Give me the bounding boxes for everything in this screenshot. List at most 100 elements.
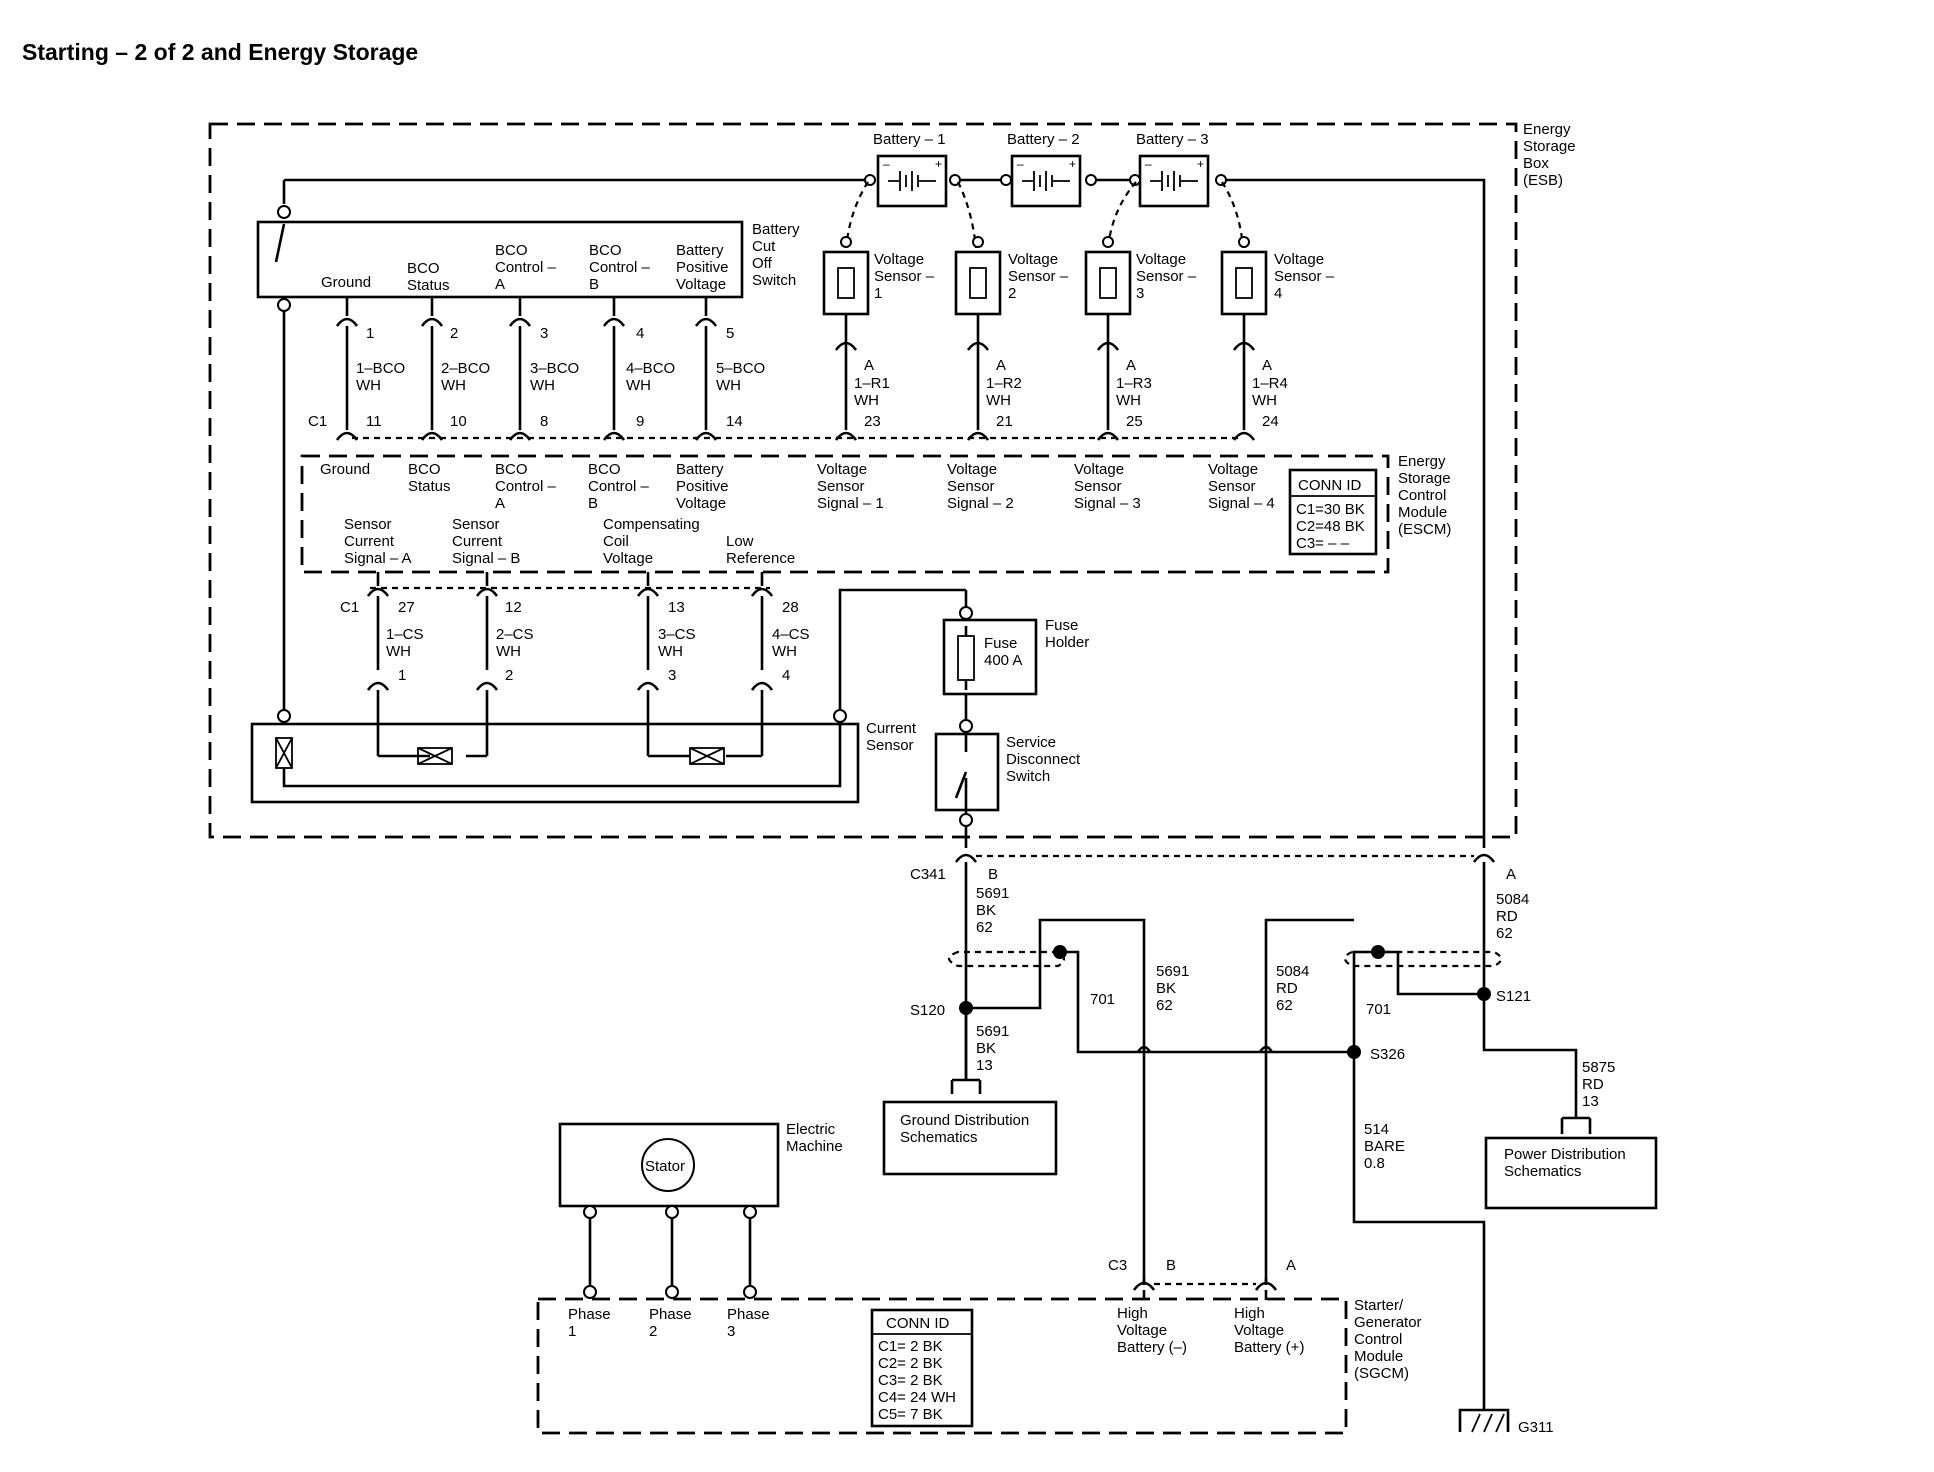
svg-text:701: 701 xyxy=(1090,991,1115,1008)
c341-connector: C341 B A xyxy=(910,826,1516,883)
shield-right xyxy=(1343,950,1503,968)
svg-text:62: 62 xyxy=(1276,997,1293,1014)
svg-text:1–R3: 1–R3 xyxy=(1116,375,1152,392)
svg-text:WH: WH xyxy=(1252,392,1277,409)
svg-text:Battery – 2: Battery – 2 xyxy=(1007,131,1080,148)
escm-conn-id-box: CONN ID C1=30 BK C2=48 BK C3= – – xyxy=(1288,468,1378,556)
svg-text:Power Distribution: Power Distribution xyxy=(1504,1146,1626,1163)
svg-text:3: 3 xyxy=(540,325,548,342)
wire-5084-mid: 5084 RD 62 xyxy=(1264,918,1354,1285)
svg-text:BK: BK xyxy=(976,1040,996,1057)
svg-text:1: 1 xyxy=(366,325,374,342)
ground-g311-label: G311 xyxy=(1518,1419,1554,1436)
svg-text:2: 2 xyxy=(649,1323,657,1340)
svg-text:2: 2 xyxy=(505,667,513,684)
svg-text:Storage: Storage xyxy=(1398,470,1451,487)
svg-text:Control –: Control – xyxy=(495,478,557,495)
svg-text:Voltage: Voltage xyxy=(676,495,726,512)
svg-text:C1= 2 BK: C1= 2 BK xyxy=(878,1338,943,1355)
svg-text:BCO: BCO xyxy=(408,461,441,478)
svg-text:Schematics: Schematics xyxy=(900,1129,978,1146)
voltage-sensor-labels: Voltage Sensor – 1 Voltage Sensor – 2 Vo… xyxy=(874,251,1335,302)
escm-c1-lower-label: C1 xyxy=(340,599,359,616)
svg-text:28: 28 xyxy=(782,599,799,616)
svg-text:Signal – B: Signal – B xyxy=(452,550,520,567)
electric-machine-label: Electric Machine xyxy=(786,1121,843,1155)
svg-text:CONN ID: CONN ID xyxy=(1298,477,1362,494)
bco-wire-labels: 1 1–BCO WH 11 2 2–BCO WH 10 3 3–BCO WH 8… xyxy=(356,325,765,430)
voltage-sensor-wire-labels: A 1–R1 WH 23 A 1–R2 WH 21 A 1–R3 WH 25 A… xyxy=(854,357,1288,430)
svg-text:13: 13 xyxy=(1582,1093,1599,1110)
svg-text:Compensating: Compensating xyxy=(603,516,700,533)
svg-text:Phase: Phase xyxy=(727,1306,770,1323)
svg-text:WH: WH xyxy=(716,377,741,394)
battery-3: Battery – 3 – + xyxy=(1136,131,1210,208)
svg-text:Schematics: Schematics xyxy=(1504,1163,1582,1180)
svg-text:WH: WH xyxy=(626,377,651,394)
svg-text:CONN ID: CONN ID xyxy=(886,1315,950,1332)
svg-text:S121: S121 xyxy=(1496,988,1531,1005)
svg-text:Off: Off xyxy=(752,255,773,272)
svg-text:Generator: Generator xyxy=(1354,1314,1422,1331)
svg-text:5–BCO: 5–BCO xyxy=(716,360,765,377)
svg-text:Voltage: Voltage xyxy=(1008,251,1058,268)
svg-text:Machine: Machine xyxy=(786,1138,843,1155)
current-sensor-label: Current Sensor xyxy=(866,720,917,754)
svg-text:High: High xyxy=(1117,1305,1148,1322)
svg-text:11: 11 xyxy=(366,413,382,430)
svg-text:Fuse: Fuse xyxy=(984,635,1017,652)
svg-text:+: + xyxy=(935,157,942,171)
sgcm-boundary xyxy=(536,1297,1348,1435)
svg-text:–: – xyxy=(883,157,890,171)
svg-text:24: 24 xyxy=(1262,413,1279,430)
svg-text:3–BCO: 3–BCO xyxy=(530,360,579,377)
svg-text:Sensor: Sensor xyxy=(1074,478,1122,495)
svg-text:Current: Current xyxy=(452,533,503,550)
svg-text:Signal – 2: Signal – 2 xyxy=(947,495,1014,512)
svg-text:+: + xyxy=(1069,157,1076,171)
wire-701-left: 701 xyxy=(1053,945,1354,1054)
svg-text:A: A xyxy=(1286,1257,1296,1274)
svg-text:BCO: BCO xyxy=(589,242,622,259)
svg-text:Sensor: Sensor xyxy=(452,516,500,533)
svg-text:Current: Current xyxy=(344,533,395,550)
voltage-sensor-taps xyxy=(844,181,1245,249)
svg-text:62: 62 xyxy=(1156,997,1173,1014)
escm-label: Energy Storage Control Module (ESCM) xyxy=(1398,453,1451,538)
svg-text:Storage: Storage xyxy=(1523,138,1576,155)
splice-s120: S120 xyxy=(910,918,1146,1285)
svg-text:BK: BK xyxy=(976,902,996,919)
svg-text:C341: C341 xyxy=(910,866,946,883)
sgcm-phase-labels: Phase 1 Phase 2 Phase 3 xyxy=(568,1306,770,1340)
svg-text:5: 5 xyxy=(726,325,734,342)
svg-text:4: 4 xyxy=(782,667,790,684)
svg-text:RD: RD xyxy=(1276,980,1298,997)
svg-text:4–BCO: 4–BCO xyxy=(626,360,675,377)
svg-text:B: B xyxy=(1166,1257,1176,1274)
esb-label: Energy Storage Box (ESB) xyxy=(1523,121,1576,189)
svg-text:Sensor –: Sensor – xyxy=(1274,268,1335,285)
svg-text:8: 8 xyxy=(540,413,548,430)
svg-text:Battery – 1: Battery – 1 xyxy=(873,131,946,148)
svg-text:Phase: Phase xyxy=(568,1306,611,1323)
svg-text:C2= 2 BK: C2= 2 BK xyxy=(878,1355,943,1372)
svg-text:1–CS: 1–CS xyxy=(386,626,424,643)
svg-text:Switch: Switch xyxy=(1006,768,1050,785)
svg-text:RD: RD xyxy=(1582,1076,1604,1093)
svg-text:Module: Module xyxy=(1398,504,1447,521)
sgcm-conn-id-box: CONN ID C1= 2 BK C2= 2 BK C3= 2 BK C4= 2… xyxy=(870,1308,974,1428)
svg-text:High: High xyxy=(1234,1305,1265,1322)
svg-text:B: B xyxy=(588,495,598,512)
svg-text:WH: WH xyxy=(772,643,797,660)
svg-text:B: B xyxy=(988,866,998,883)
svg-text:Signal – 3: Signal – 3 xyxy=(1074,495,1141,512)
wire-5691-mid-label: 5691 BK 62 xyxy=(1156,963,1189,1014)
svg-text:+: + xyxy=(1197,157,1204,171)
svg-text:BARE: BARE xyxy=(1364,1138,1405,1155)
svg-text:62: 62 xyxy=(1496,925,1513,942)
svg-text:5691: 5691 xyxy=(976,1023,1009,1040)
esb-boundary xyxy=(208,122,1518,839)
svg-text:514: 514 xyxy=(1364,1121,1389,1138)
svg-text:Battery: Battery xyxy=(752,221,800,238)
svg-text:C4= 24 WH: C4= 24 WH xyxy=(878,1389,956,1406)
